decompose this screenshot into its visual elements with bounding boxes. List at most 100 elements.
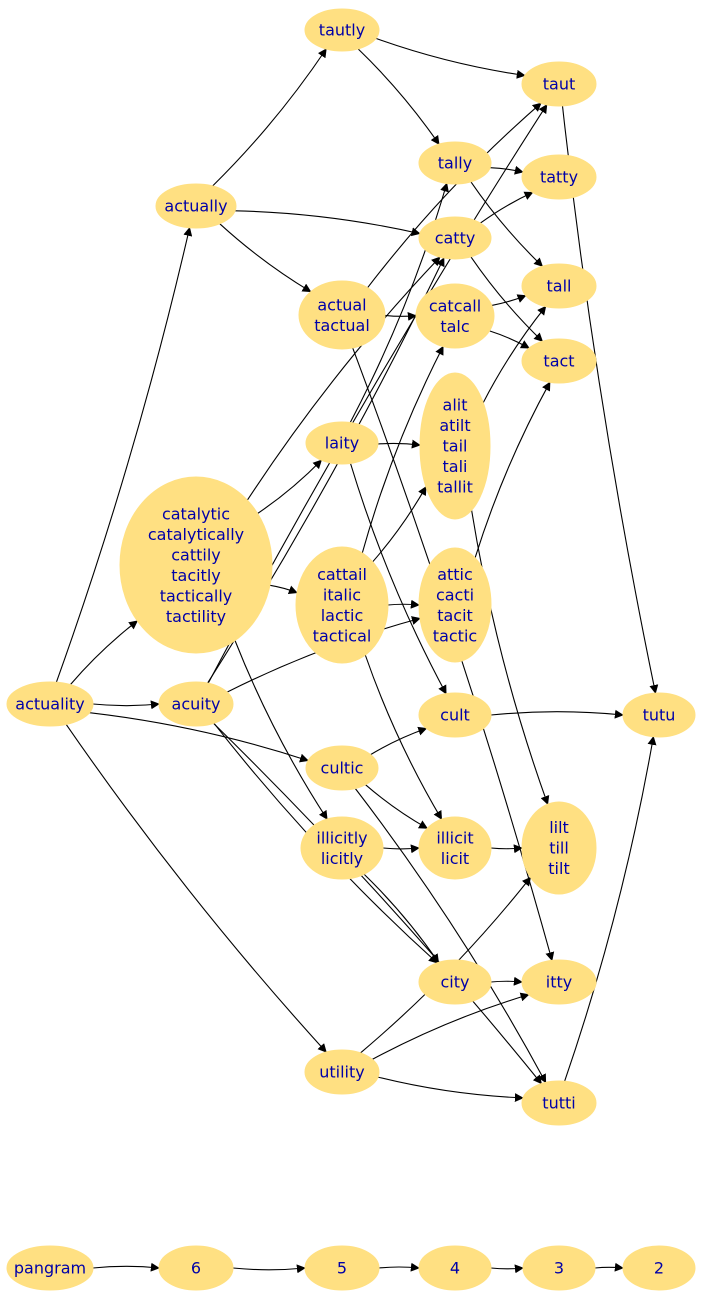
node-label: acuity <box>172 695 221 714</box>
node-ellipse-illicit <box>418 816 492 880</box>
node-label: 5 <box>337 1259 347 1278</box>
node-tact: tact <box>521 338 597 384</box>
node-ellipse-cult <box>418 692 492 738</box>
edge-catalytic-to-laity <box>257 459 323 514</box>
node-n6: 6 <box>158 1245 234 1291</box>
node-label: tactic <box>433 626 477 645</box>
node-label: tacit <box>437 606 473 625</box>
edge-tally-to-tatty <box>490 165 524 175</box>
edge-laity-to-tally <box>349 182 449 423</box>
edge-tautly-to-taut <box>375 37 526 79</box>
edge-actuality-to-catalytic <box>69 620 139 685</box>
node-pangram: pangram <box>6 1245 94 1291</box>
node-ellipse-tautly <box>304 8 380 52</box>
edge-actuality-to-acuity <box>92 700 160 710</box>
edge-cult-to-tutu <box>490 709 624 719</box>
node-label: catty <box>435 229 476 248</box>
edge-pangram-to-n6 <box>92 1262 160 1272</box>
edge-n5-to-n4 <box>378 1262 420 1272</box>
node-label: alit <box>443 396 468 415</box>
node-tall: tall <box>521 263 597 309</box>
node-label: tactical <box>313 626 372 645</box>
edge-cultic-to-illicit <box>365 784 428 829</box>
edge-actuality-to-actually <box>55 226 193 683</box>
node-label: catalytically <box>148 525 244 544</box>
node-label: tactual <box>314 316 370 335</box>
node-tutti: tutti <box>521 1080 597 1126</box>
node-label: tautly <box>319 21 365 40</box>
node-label: taut <box>543 75 576 94</box>
node-ellipse-tutu <box>622 692 696 738</box>
node-ellipse-tact <box>521 338 597 384</box>
node-ellipse-itty <box>521 959 597 1005</box>
node-label: tactility <box>166 607 226 626</box>
node-label: catalytic <box>162 504 230 523</box>
edge-utility-to-tutti <box>377 1076 524 1103</box>
node-ellipse-catcall <box>415 283 495 349</box>
node-cultic: cultic <box>305 745 379 791</box>
edge-catcall-to-tall <box>491 294 527 306</box>
node-ellipse-tatty <box>521 154 597 200</box>
edge-actually-to-tautly <box>212 48 327 187</box>
node-ellipse-tutti <box>521 1080 597 1126</box>
node-label: cult <box>440 706 470 725</box>
node-label: tacitly <box>171 566 221 585</box>
node-taut: taut <box>521 61 597 107</box>
node-label: talc <box>440 317 469 336</box>
edge-acuity-to-tutti <box>213 723 542 1085</box>
edge-cultic-to-cult <box>370 726 428 756</box>
node-ellipse-n5 <box>304 1245 380 1291</box>
node-catty: catty <box>418 216 492 260</box>
node-label: tatty <box>540 168 578 187</box>
node-ellipse-utility <box>304 1049 380 1095</box>
edge-actually-to-catty <box>234 210 421 237</box>
node-label: illicit <box>436 828 473 847</box>
edge-tally-to-tall <box>470 181 544 267</box>
node-label: itty <box>546 973 572 992</box>
node-tutu: tutu <box>622 692 696 738</box>
edge-cattail-to-catcall <box>361 345 444 554</box>
node-label: 3 <box>554 1259 564 1278</box>
edge-laity-to-cult <box>349 463 447 695</box>
node-itty: itty <box>521 959 597 1005</box>
node-label: cultic <box>321 759 364 778</box>
node-laity: laity <box>305 421 379 465</box>
node-label: tact <box>543 352 574 371</box>
node-ellipse-city <box>418 959 492 1005</box>
node-catalytic: catalyticcatalyticallycattilytacitlytact… <box>119 476 273 654</box>
node-label: tutu <box>643 706 676 725</box>
node-label: tail <box>443 437 468 456</box>
edge-n6-to-n5 <box>232 1264 306 1274</box>
node-label: 2 <box>654 1259 664 1278</box>
node-label: licitly <box>321 849 363 868</box>
node-ellipse-tall <box>521 263 597 309</box>
node-ellipse-actually <box>155 183 237 229</box>
edge-illicitly-to-illicit <box>382 844 420 854</box>
node-n3: 3 <box>522 1245 596 1291</box>
node-ellipse-alit <box>419 372 491 520</box>
node-acuity: acuity <box>158 681 234 727</box>
node-utility: utility <box>304 1049 380 1095</box>
edge-tautly-to-tally <box>357 48 440 145</box>
node-ellipse-catalytic <box>119 476 273 654</box>
node-label: atilt <box>439 416 470 435</box>
node-label: 4 <box>450 1259 460 1278</box>
node-tatty: tatty <box>521 154 597 200</box>
node-label: italic <box>323 585 361 604</box>
edge-cattail-to-attic <box>387 599 420 609</box>
node-label: tilt <box>548 859 569 878</box>
node-ellipse-n2 <box>622 1245 696 1291</box>
node-ellipse-illicitly <box>300 816 384 880</box>
node-n5: 5 <box>304 1245 380 1291</box>
edge-city-to-itty <box>490 976 523 986</box>
node-label: tall <box>547 277 572 296</box>
node-ellipse-pangram <box>6 1245 94 1291</box>
node-label: city <box>441 973 470 992</box>
node-cult: cult <box>418 692 492 738</box>
node-ellipse-tally <box>418 141 492 185</box>
node-ellipse-actuality <box>6 681 94 727</box>
